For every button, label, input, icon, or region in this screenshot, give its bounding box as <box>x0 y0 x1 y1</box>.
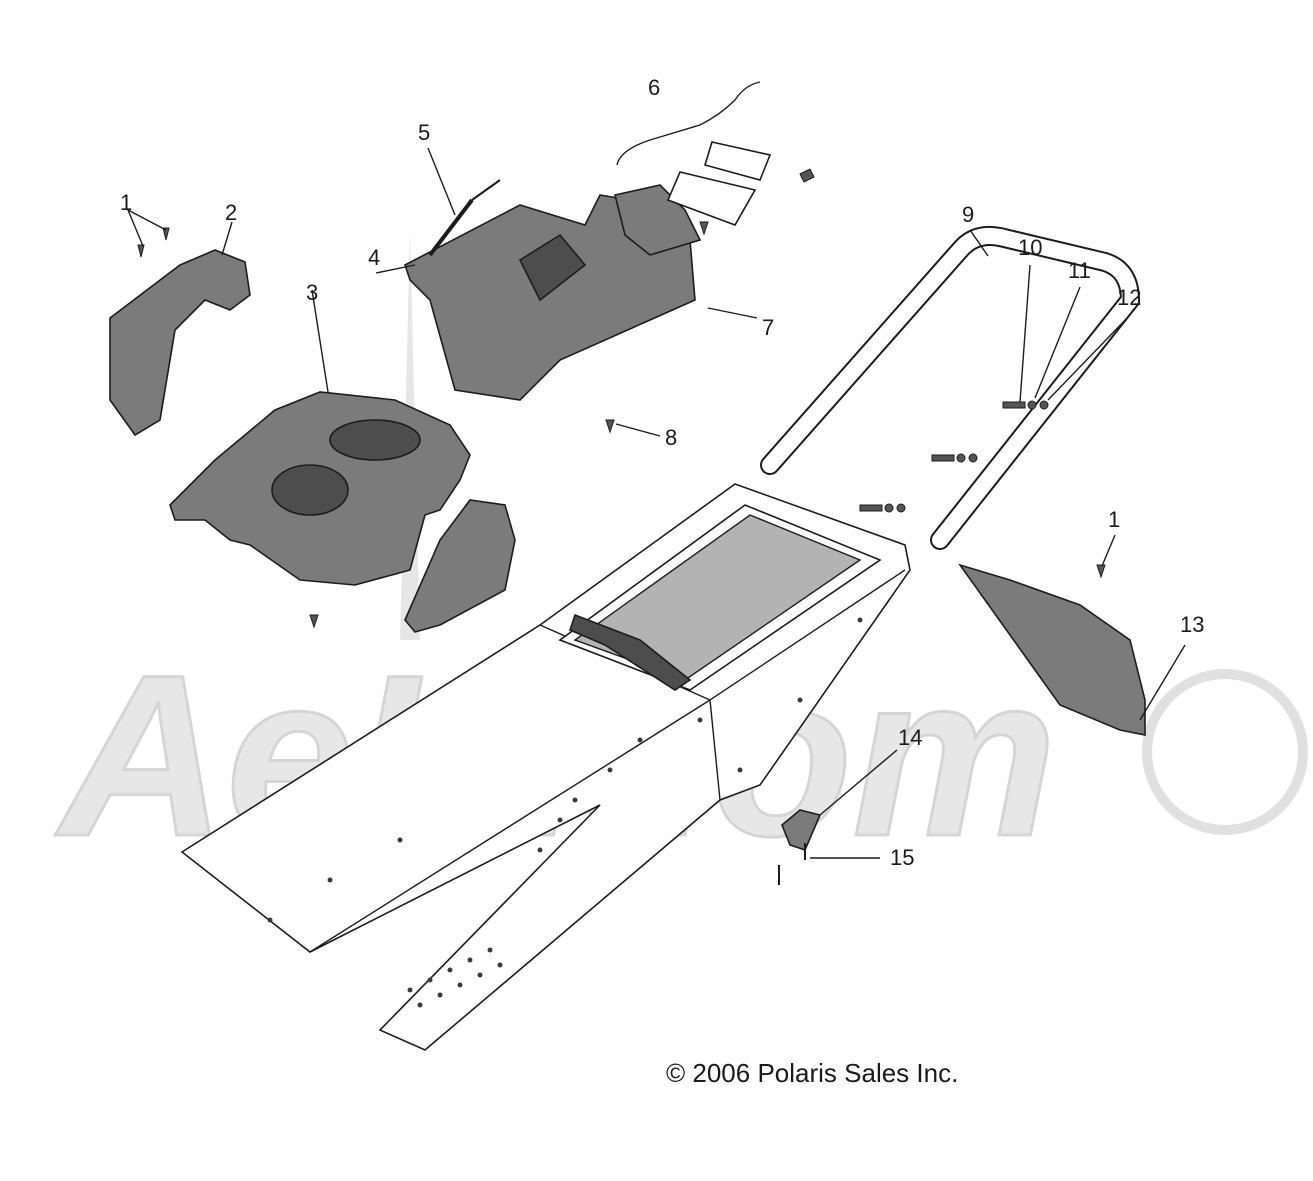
part-3-cowl <box>169 391 471 586</box>
callout-labels: 1 2 3 4 5 6 7 8 9 10 11 12 1 13 14 15 <box>120 75 1204 870</box>
side-panel <box>404 499 516 633</box>
callout-5: 5 <box>418 120 430 145</box>
bar-hardware <box>859 400 1049 513</box>
callout-1-left: 1 <box>120 190 132 215</box>
part-14-bracket <box>781 809 822 851</box>
part-4-storage <box>404 194 696 401</box>
callout-4: 4 <box>368 245 380 270</box>
callout-13: 13 <box>1180 612 1204 637</box>
callout-7: 7 <box>762 315 774 340</box>
copyright-text: © 2006 Polaris Sales Inc. <box>666 1058 958 1088</box>
callout-8: 8 <box>665 425 677 450</box>
tunnel-holes <box>267 617 863 1008</box>
callout-9: 9 <box>962 202 974 227</box>
tunnel-chassis <box>180 483 911 1051</box>
callout-12: 12 <box>1117 285 1141 310</box>
leader-lines <box>127 81 1186 859</box>
callout-6: 6 <box>648 75 660 100</box>
part-13-snowflap <box>957 563 1146 736</box>
fasteners <box>137 168 1106 885</box>
callout-1-right: 1 <box>1108 507 1120 532</box>
callout-15: 15 <box>890 845 914 870</box>
part-2-cover <box>109 249 251 437</box>
callout-2: 2 <box>225 200 237 225</box>
callout-3: 3 <box>306 280 318 305</box>
watermark-wheel <box>1142 669 1308 835</box>
callout-14: 14 <box>898 725 922 750</box>
callout-10: 10 <box>1018 235 1042 260</box>
part-5-strut <box>428 179 501 257</box>
callout-11: 11 <box>1068 258 1091 283</box>
part-6-light <box>614 141 772 256</box>
part-9-grab-bar <box>760 225 1141 550</box>
